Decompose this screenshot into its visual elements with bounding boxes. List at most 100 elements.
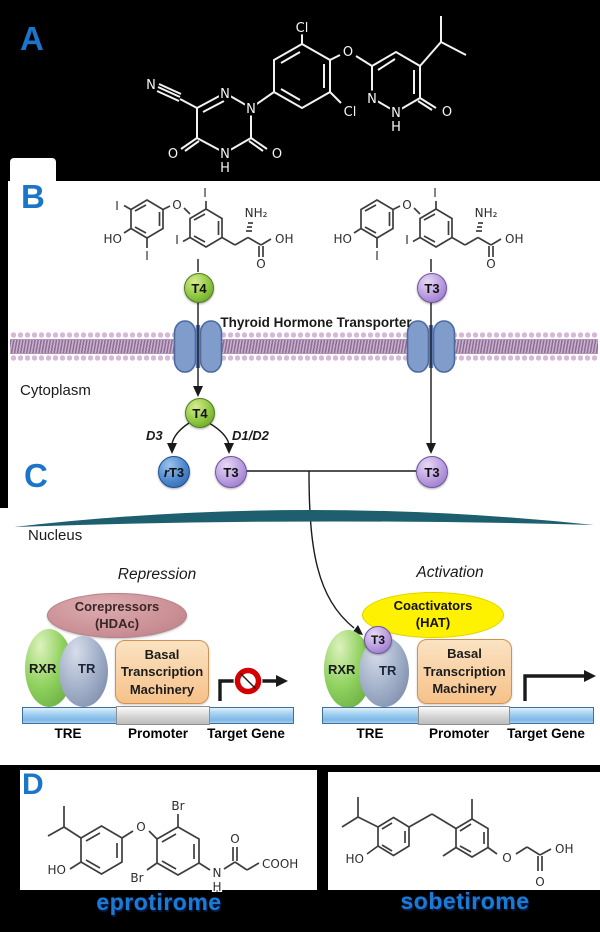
atom-label: H [391,120,401,135]
t3-circle-cytoplasm-right: T3 [416,456,448,488]
activation-title: Activation [416,564,484,581]
atom-label: N [246,102,256,117]
tr-label: TR [78,661,96,676]
rt3-t3: T3 [168,464,185,480]
atom-label: COOH [262,857,298,871]
target-gene-label-activation: Target Gene [507,726,585,741]
basal-machinery-activation: Basal Transcription Machinery [417,639,512,704]
basal-line2: Transcription [423,663,506,679]
t4-structure: I O HO I I I NH₂ OH O [102,184,295,273]
panel-a: A N N [0,0,600,181]
nuclear-envelope [14,509,594,527]
atom-label: N [213,866,222,880]
promoter-segment [116,706,210,725]
transporter-title: Thyroid Hormone Transporter [220,315,412,330]
atom-label: H [212,880,221,892]
sobetirome-box [328,772,600,890]
atom-label: Br [130,871,143,885]
panel-a-label: A [20,20,44,57]
lipid-heads-top [10,331,598,339]
panel-b-label: B [21,178,45,215]
atom-label: N [367,92,377,107]
panel-d: D HO O Br Br N H O COOH [0,765,600,932]
panel-frame-strip [0,181,8,508]
panel-c-label: C [24,457,48,494]
atom-label: N [146,78,156,93]
eprotirome-name: eprotirome [96,889,222,915]
atom-label: H [220,161,230,176]
atom-label: I [145,249,149,263]
tre-label-activation: TRE [356,726,384,741]
atom-label: HO [48,863,66,877]
atom-label: O [343,45,353,60]
t3-text: T3 [223,464,239,480]
atom-label: HO [334,232,352,246]
basal-line1: Basal [144,646,180,662]
d3-deiodinase-label: D3 [146,428,163,443]
atom-label: N [220,147,230,162]
basal-line3: Machinery [432,681,497,697]
atom-label: O [172,198,181,212]
atom-label: O [168,147,178,162]
coactivators-line2: (HAT) [415,615,451,630]
atom-label: HO [346,852,364,866]
atom-label: O [256,257,265,271]
atom-label: O [486,257,495,271]
atom-label: OH [275,232,293,246]
atom-label: NH₂ [475,206,498,220]
t3-circle-cytoplasm: T3 [215,456,247,488]
atom-label: NH₂ [245,206,268,220]
t3-text: T3 [424,280,440,296]
sobetirome-name: sobetirome [400,888,530,914]
atom-label: Br [171,799,184,813]
promoter-segment [418,706,510,725]
promoter-label: Promoter [127,726,189,741]
t3-structure: O HO I I I NH₂ OH O [332,184,525,273]
t3-circle-nuclear: T3 [364,626,392,654]
atom-label: N [391,106,401,121]
basal-line1: Basal [447,646,482,662]
dna-bar-repression [22,706,294,725]
atom-label: HO [104,232,122,246]
tre-label: TRE [54,726,82,741]
atom-label: Cl [296,21,309,36]
t4-text: T4 [191,280,207,296]
panel-d-label: D [22,768,44,801]
t4-circle-top: T4 [184,273,214,303]
atom-label: I [115,199,119,213]
d1-d2-deiodinase-label: D1/D2 [232,428,269,443]
eprotirome-structure: HO O Br Br N H O COOH [46,797,300,892]
basal-line3: Machinery [129,681,195,697]
atom-label: OH [555,842,573,856]
rxr-label: RXR [29,661,57,676]
atom-label: O [136,820,145,834]
tr-repression [59,636,108,707]
repression-title: Repression [117,566,197,583]
atom-label: I [375,249,379,263]
atom-label: OH [505,232,523,246]
cytoplasm-label: Cytoplasm [20,382,91,399]
t3-text: T3 [424,464,440,480]
rt3-text: rT3 [164,465,184,480]
t4-text: T4 [192,405,208,421]
basal-line2: Transcription [120,664,204,680]
resmetirom-structure: N N N O N H O Cl O Cl N N H O [144,16,467,177]
panel-c-tab [8,447,62,507]
lipid-heads-bottom [10,354,598,362]
atom-label: I [405,233,409,247]
atom-label: O [502,851,511,865]
t3-circle-top: T3 [417,273,447,303]
sobetirome-structure: HO O OH O [341,797,575,891]
coactivators-line1: Coactivators [393,598,473,614]
corepressors-line2: (HDAc) [94,615,140,631]
nucleus-label: Nucleus [28,527,83,544]
atom-label: O [402,198,411,212]
corepressors-ellipse: Corepressors (HDAc) [47,593,187,638]
atom-label: O [535,875,544,889]
atom-label: I [433,186,437,200]
pathway-arrows [167,259,596,701]
target-gene-label: Target Gene [207,726,285,741]
t4-circle-cytoplasm: T4 [185,398,215,428]
dna-bar-activation [322,706,594,725]
